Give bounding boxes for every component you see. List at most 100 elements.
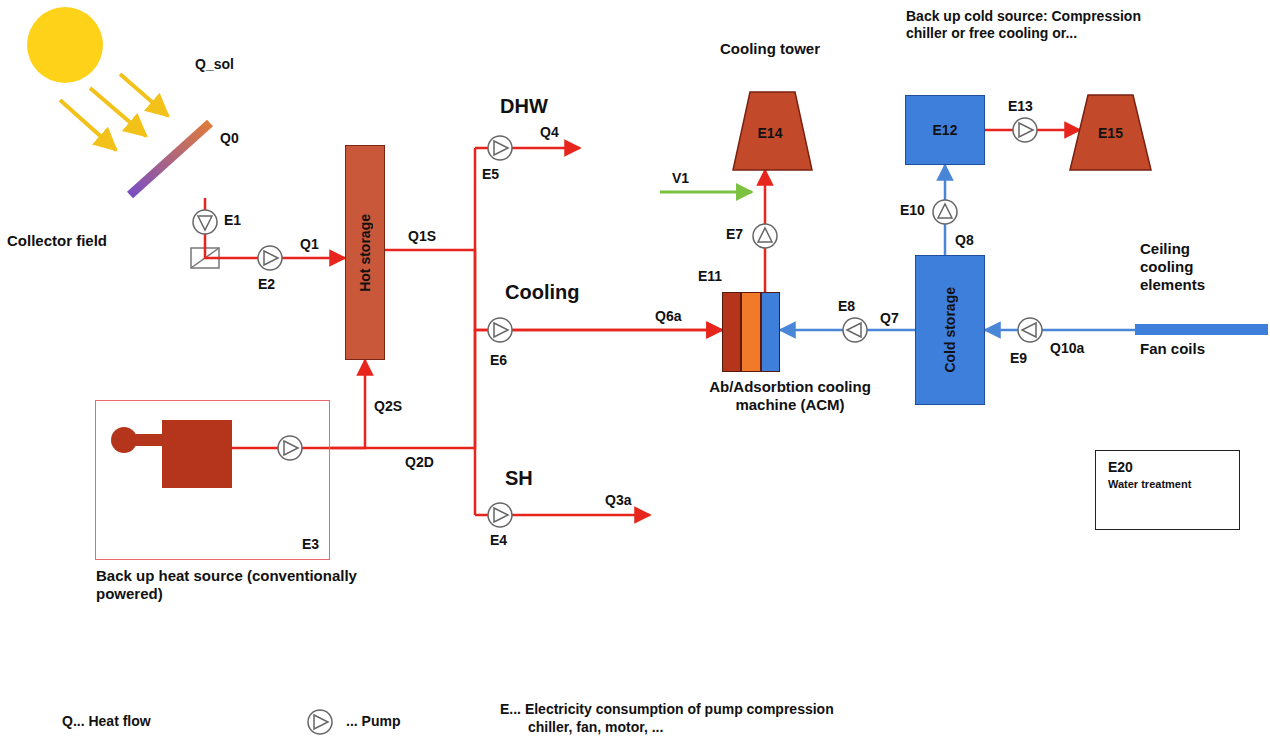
node-label: Back up heat source (conventionally powe… [96,567,366,603]
pump-circle [193,210,217,234]
air-flow-arrow [660,191,752,194]
node-label: E3 [302,536,319,553]
tank-label: Cold storage [942,287,958,373]
tower-body [1070,95,1151,170]
boiler [111,420,232,488]
callout-label: E8 [838,298,855,315]
flow-connector [985,329,1135,332]
callout-label: E9 [1010,350,1027,367]
node-label: E15 [1068,125,1153,142]
legend-text: E... Electricity consumption of pump com… [500,701,834,735]
node-label: Water treatment [1108,478,1225,491]
node-label: E12 [906,122,984,139]
pump-symbol [488,136,512,160]
cooling-tower: Cooling towerE14 [700,40,840,170]
pump-circle [933,200,957,224]
chiller-section [722,292,741,372]
callout-label: E4 [490,532,507,549]
tower-shape [700,40,840,170]
pump-circle [488,503,512,527]
node-label: Back up cold source: Compression chiller… [906,8,1151,42]
callout-label: Q3a [605,492,631,509]
callout-label: E6 [490,352,507,369]
legend-pump-symbol [308,710,332,734]
node-label: E20 [1108,459,1225,476]
pump-triangle [314,715,328,729]
callout-label: Q1S [408,228,436,245]
chiller-section [741,292,760,372]
legend-text: Q... Heat flow [62,713,151,729]
hot-storage-tank: Hot storage [345,145,385,360]
ceiling-cooling-elements: Ceiling cooling elementsFan coils [1135,324,1268,335]
pump-circle [308,710,332,734]
node-label: Fan coils [1140,340,1205,358]
pump-symbol [278,436,302,460]
flow-label: Q2S [374,398,402,415]
collector-field: Collector field [125,118,213,198]
pump-circle [258,246,282,270]
pump-triangle [1019,123,1033,137]
flow-connector [385,250,722,330]
absorption-chiller: E11Ab/Adsorbtion cooling machine (ACM) [722,292,780,372]
pump-triangle [264,251,278,265]
pump-triangle [494,141,508,155]
callout-label: E7 [726,226,743,243]
backup-cooling-tower: E15 [1068,95,1153,170]
callout-label: Cooling [505,280,579,304]
flow-label: Q10a [1050,340,1084,357]
callout-label: Q2D [405,454,434,471]
water-treatment-box: E20Water treatment [1095,450,1240,530]
sun [27,7,103,83]
flow-label: Q8 [955,232,974,249]
tank-label: Hot storage [357,214,373,292]
distribution-pipes [475,148,650,515]
callout-label: Q6a [655,308,681,325]
node-label: Ceiling cooling elements [1140,240,1240,294]
sun-ray [90,88,146,136]
pump-circle [1013,118,1037,142]
node-label: E14 [700,125,840,142]
boiler-neck [134,434,164,446]
legend-text: ... Pump [346,713,400,729]
chiller-section [761,292,780,372]
pump-symbol [1013,118,1037,142]
pump-triangle [198,216,212,230]
collector-panel [130,123,210,195]
pump-symbol [1018,318,1042,342]
sun-ray [60,100,116,150]
sun-rays [60,74,168,150]
pump-triangle [494,323,508,337]
pump-circle [488,136,512,160]
cold-storage-tank: Cold storage [915,255,985,405]
pump-symbol [488,318,512,342]
callout-label: SH [505,466,533,490]
pump-symbol [193,210,217,234]
node-label: Cooling tower [700,40,840,58]
callout-label: Q4 [540,124,559,141]
callout-label: E2 [258,276,275,293]
callout-label: E13 [1008,98,1033,115]
pump-triangle [938,204,952,218]
callout-label: Q_sol [195,56,234,73]
pump-symbol [488,503,512,527]
legend-entry: E... Electricity consumption of pump com… [500,700,858,736]
pump-circle [1018,318,1042,342]
pump-circle [488,318,512,342]
pump-circle [278,436,302,460]
pump-triangle [494,508,508,522]
legend-entry: Q... Heat flow [62,712,151,730]
collector-panel-shape [125,118,213,198]
pump-symbol [933,200,957,224]
node-label: Ab/Adsorbtion cooling machine (ACM) [700,378,880,414]
boiler-body [162,420,232,488]
flow-label: Q7 [880,310,899,327]
sun-ray [120,74,168,116]
boiler-burner [111,427,137,453]
flow-connector [330,360,365,448]
pump-symbol [753,224,777,248]
backup-cold-source: Back up cold source: Compression chiller… [905,95,985,165]
flow-connector [330,330,722,448]
